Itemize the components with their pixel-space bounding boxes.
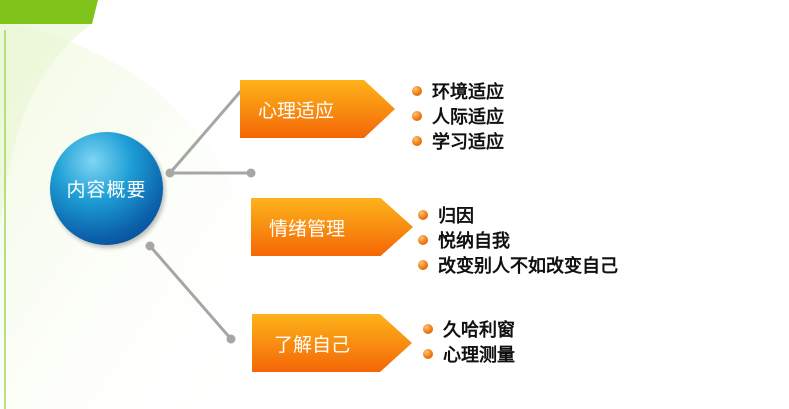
branch-3-items: 久哈利窗 心理测量 [423, 316, 515, 366]
bullet-dot-icon [418, 234, 428, 245]
bullet-dot-icon [423, 348, 433, 359]
corner-accent [0, 0, 98, 24]
list-item: 心理测量 [423, 341, 515, 366]
bullet-dot-icon [423, 323, 433, 334]
bullet-dot-icon [412, 110, 422, 121]
list-item: 改变别人不如改变自己 [418, 252, 618, 277]
bullet-dot-icon [418, 259, 428, 270]
connector-node [226, 334, 236, 344]
hub-node: 内容概要 [50, 132, 163, 245]
branch-label: 了解自己 [274, 333, 351, 356]
list-item: 久哈利窗 [423, 316, 515, 341]
connector-3 [148, 244, 233, 341]
list-item: 悦纳自我 [418, 227, 618, 252]
list-item: 环境适应 [412, 78, 504, 103]
list-item: 人际适应 [412, 103, 504, 128]
connector-node [246, 168, 256, 178]
bullet-dot-icon [412, 85, 422, 96]
bullet-dot-icon [418, 209, 428, 220]
list-item: 学习适应 [412, 128, 504, 153]
branch-label: 心理适应 [258, 99, 335, 122]
list-item: 归因 [418, 202, 618, 227]
connector-1 [168, 90, 242, 175]
connector-node [145, 241, 155, 251]
branch-1-items: 环境适应 人际适应 学习适应 [412, 78, 504, 153]
branch-know-yourself: 了解自己 [252, 314, 412, 372]
branch-psych-adaptation: 心理适应 [240, 80, 395, 138]
branch-2-items: 归因 悦纳自我 改变别人不如改变自己 [418, 202, 618, 277]
branch-label: 情绪管理 [269, 217, 346, 240]
hub-label: 内容概要 [66, 179, 147, 201]
connector-node [165, 168, 175, 178]
bullet-dot-icon [412, 135, 422, 146]
branch-emotion-management: 情绪管理 [251, 198, 413, 256]
